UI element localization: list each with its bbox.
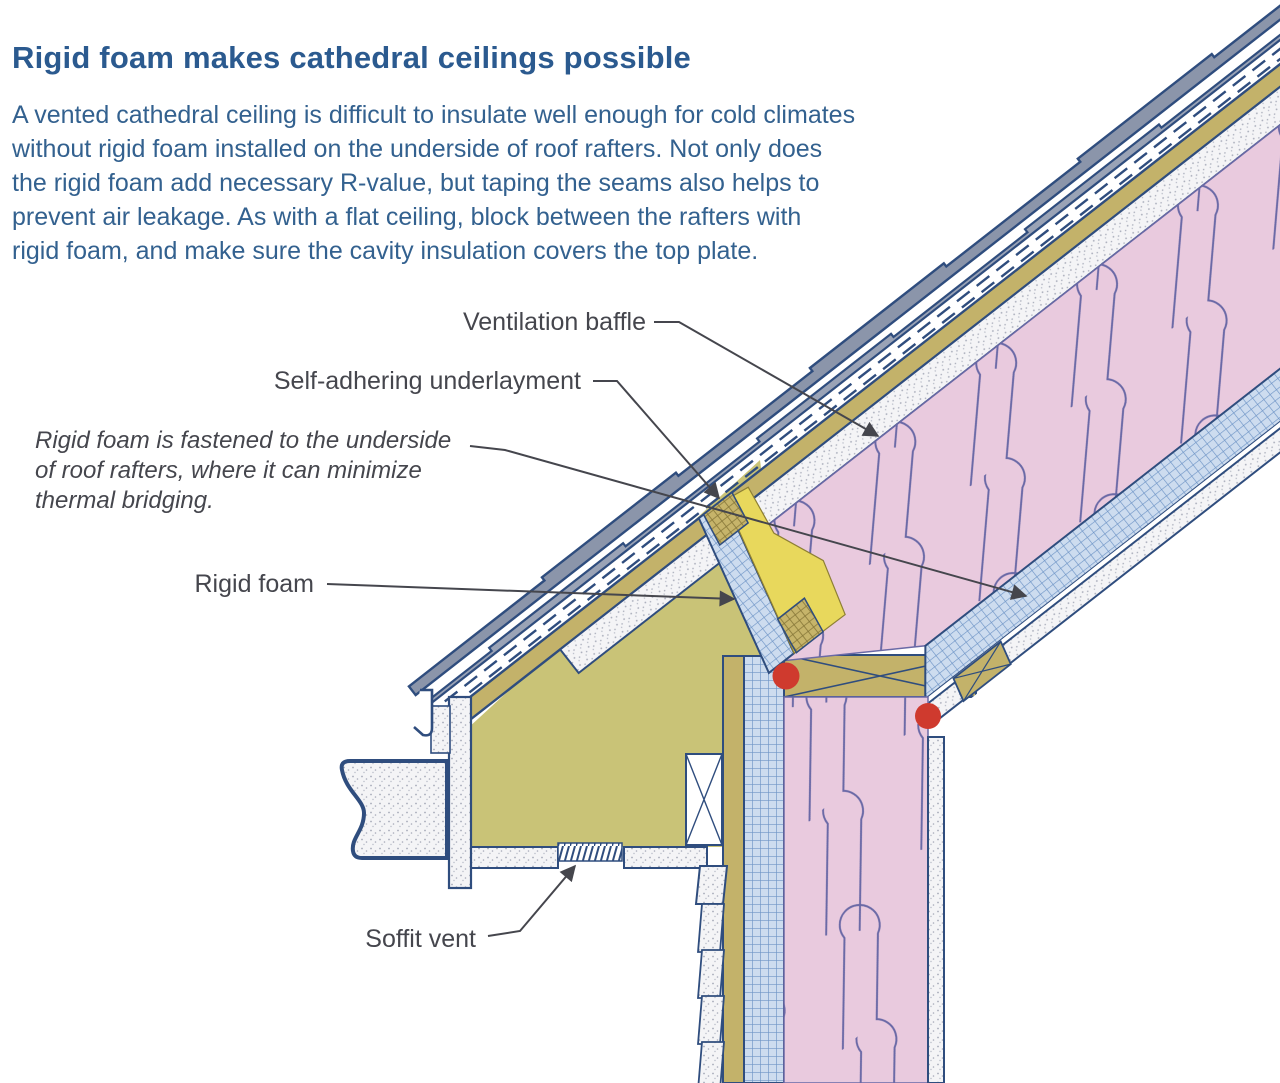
clapboard-siding	[697, 903, 725, 1083]
leader-rigid-foam	[326, 583, 736, 607]
label-ventilation-baffle: Ventilation baffle	[463, 308, 646, 336]
label-rigid-foam-note-line2: of roof rafters, where it can minimize	[35, 457, 422, 484]
leader-self-adhering	[593, 380, 721, 500]
soffit-board-right	[623, 846, 708, 869]
wood-blocking-lower	[776, 597, 825, 654]
label-rigid-foam: Rigid foam	[195, 570, 315, 598]
sealant-bead-right	[915, 703, 941, 729]
leader-ventilation-baffle	[654, 321, 880, 437]
leader-soffit-vent	[487, 864, 577, 937]
drip-edge	[413, 688, 434, 737]
label-rigid-foam-note-line1: Rigid foam is fastened to the underside	[35, 427, 451, 454]
intro-paragraph: A vented cathedral ceiling is difficult …	[12, 101, 856, 265]
label-soffit-vent: Soffit vent	[365, 925, 476, 953]
page-title: Rigid foam makes cathedral ceilings poss…	[12, 40, 691, 75]
sub-fascia-block	[430, 705, 451, 754]
leader-lines	[326, 321, 1028, 937]
label-self-adhering-underlayment: Self-adhering underlayment	[274, 367, 581, 395]
vent-channel	[558, 0, 1280, 675]
label-rigid-foam-note-line3: thermal bridging.	[35, 487, 214, 514]
roof-rigid-foam	[924, 139, 1280, 702]
leader-rigid-foam-note	[469, 445, 1028, 600]
soffit-board-left	[469, 846, 559, 869]
soffit-vent-strip	[557, 842, 623, 862]
interior-space	[926, 454, 1280, 1083]
roof-wall-blocking	[952, 640, 1012, 703]
spray-foam-seal	[724, 486, 846, 655]
wall-drywall	[927, 736, 945, 1083]
wood-blocking-upper	[702, 491, 750, 547]
fascia	[447, 695, 473, 890]
wall-batt-insulation	[783, 696, 929, 1083]
wall-rigid-foam	[743, 655, 785, 1083]
frieze-board	[694, 865, 729, 905]
sealant-bead-left	[772, 662, 800, 690]
lookout-block	[685, 753, 723, 846]
gutter	[339, 759, 449, 860]
shingle-course-2	[418, 0, 1280, 712]
shingles	[407, 0, 1280, 697]
